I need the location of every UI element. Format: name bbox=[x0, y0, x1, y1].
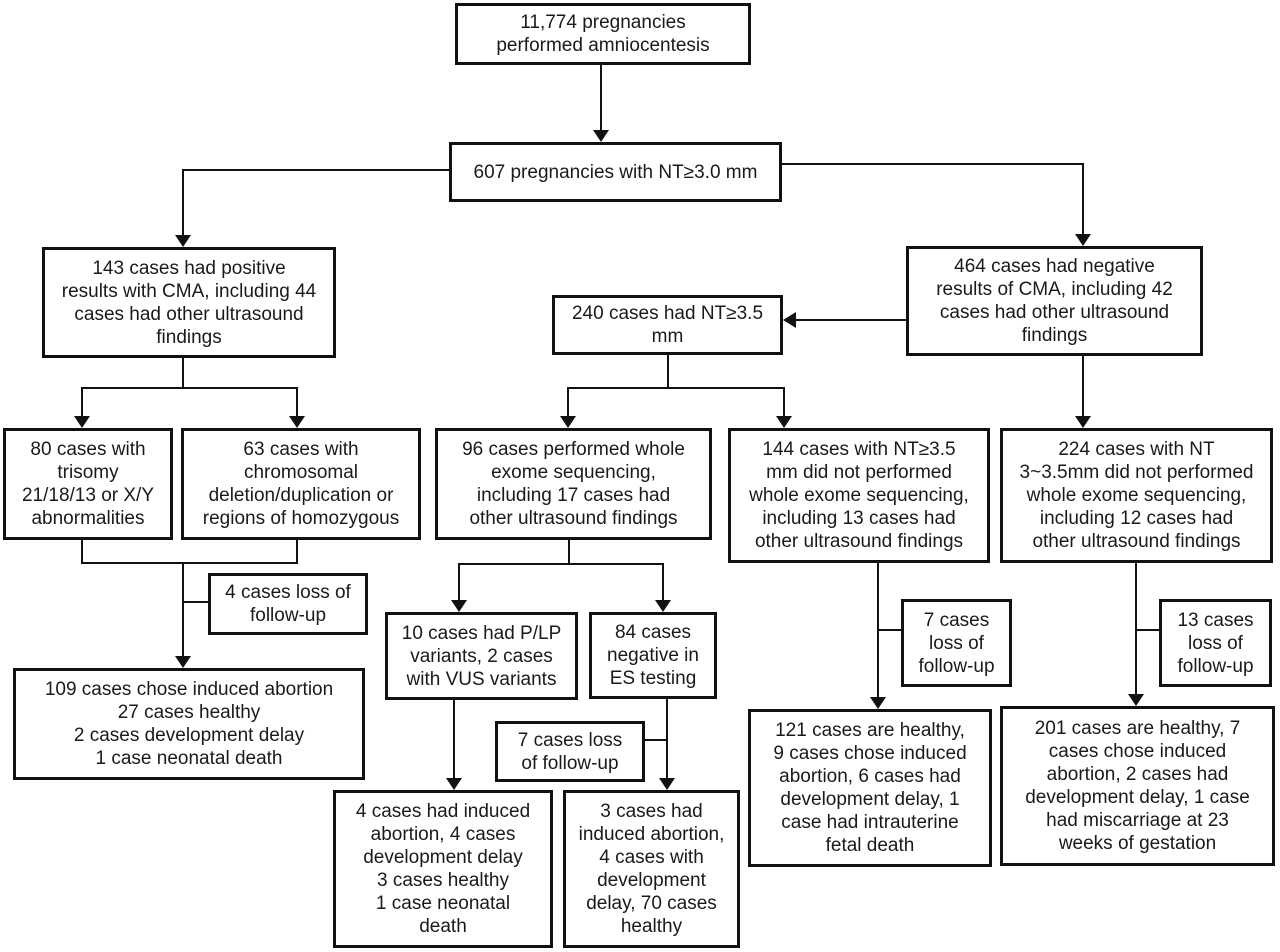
connector-cmapos-bar bbox=[81, 387, 298, 389]
arrowhead-wes bbox=[560, 416, 576, 428]
connector-loss7-mid-tick bbox=[645, 739, 667, 741]
node-deletion-duplication: 63 cases with chromosomal deletion/dupli… bbox=[181, 428, 421, 540]
node-wes-performed: 96 cases performed whole exome sequencin… bbox=[435, 428, 712, 540]
arrowhead-outcome-es-negative bbox=[659, 778, 675, 790]
connector-cmapos-stem bbox=[182, 358, 184, 389]
node-loss-13: 13 cases loss of follow-up bbox=[1159, 599, 1272, 687]
connector-cmaneg-down-v bbox=[1082, 356, 1084, 418]
node-trisomy: 80 cases with trisomy 21/18/13 or X/Y ab… bbox=[3, 428, 173, 540]
arrowhead-outcome-nt35-no-wes bbox=[870, 697, 886, 709]
node-loss-7-mid: 7 cases loss of follow-up bbox=[495, 721, 645, 782]
connector-wes-stem bbox=[568, 540, 570, 565]
arrowhead-cma-negative bbox=[1075, 234, 1091, 246]
node-nt-3-0: 607 pregnancies with NT≥3.0 mm bbox=[449, 142, 782, 202]
connector-wes-bar bbox=[458, 563, 664, 565]
connector-nt35-bar bbox=[567, 387, 785, 389]
arrowhead-deletion-duplication bbox=[289, 416, 305, 428]
connector-wes-v bbox=[567, 387, 569, 418]
node-total-pregnancies: 11,774 pregnancies performed amniocentes… bbox=[455, 3, 751, 65]
connector-nt30-right-v bbox=[1082, 163, 1084, 234]
node-loss-7-right: 7 cases loss of follow-up bbox=[901, 599, 1012, 687]
connector-cmaneg-to-nt35-h bbox=[796, 319, 906, 321]
node-outcome-plp: 4 cases had induced abortion, 4 cases de… bbox=[333, 790, 553, 948]
connector-merge-bar bbox=[81, 562, 298, 564]
arrowhead-nt3-35-no-wes bbox=[1075, 416, 1091, 428]
arrowhead-es-negative bbox=[655, 600, 671, 612]
arrowhead-nt30 bbox=[593, 130, 609, 142]
connector-nt30-left-v bbox=[182, 169, 184, 239]
node-nt3-35-no-wes: 224 cases with NT 3~3.5mm did not perfor… bbox=[1000, 428, 1273, 563]
connector-loss4-tick bbox=[183, 601, 208, 603]
connector-loss13-tick bbox=[1136, 629, 1159, 631]
arrowhead-nt35 bbox=[783, 312, 796, 328]
connector-nt35nowes-v bbox=[783, 387, 785, 418]
connector-total-to-nt30 bbox=[600, 65, 602, 132]
arrowhead-plp-variants bbox=[451, 600, 467, 612]
node-loss-4: 4 cases loss of follow-up bbox=[208, 573, 368, 635]
connector-nt30-left-h bbox=[183, 169, 449, 171]
connector-trisomy-v bbox=[81, 387, 83, 418]
connector-deldup-down bbox=[296, 540, 298, 564]
node-outcome-es-negative: 3 cases had induced abortion, 4 cases wi… bbox=[563, 790, 740, 948]
node-outcome-cma-positive: 109 cases chose induced abortion 27 case… bbox=[13, 668, 365, 780]
node-nt35-no-wes: 144 cases with NT≥3.5 mm did not perform… bbox=[728, 428, 990, 563]
node-nt-3-5: 240 cases had NT≥3.5 mm bbox=[552, 295, 783, 355]
connector-nt35nowes-down bbox=[877, 563, 879, 699]
connector-esneg-down bbox=[666, 699, 668, 780]
connector-merge-down bbox=[182, 562, 184, 658]
connector-nt35-stem bbox=[667, 355, 669, 389]
node-es-negative: 84 cases negative in ES testing bbox=[589, 612, 717, 699]
node-outcome-nt35-no-wes: 121 cases are healthy, 9 cases chose ind… bbox=[748, 709, 992, 867]
node-plp-variants: 10 cases had P/LP variants, 2 cases with… bbox=[385, 612, 578, 700]
arrowhead-outcome-cma-positive bbox=[175, 656, 191, 668]
arrowhead-outcome-plp bbox=[446, 778, 462, 790]
arrowhead-cma-positive bbox=[175, 235, 191, 247]
connector-loss7-right-tick bbox=[878, 629, 901, 631]
connector-trisomy-down bbox=[81, 540, 83, 564]
node-cma-negative: 464 cases had negative results of CMA, i… bbox=[906, 246, 1203, 356]
node-outcome-nt3-35: 201 cases are healthy, 7 cases chose ind… bbox=[1000, 706, 1275, 866]
arrowhead-outcome-nt3-35 bbox=[1128, 694, 1144, 706]
connector-plp-down bbox=[453, 700, 455, 780]
node-cma-positive: 143 cases had positive results with CMA,… bbox=[42, 247, 336, 358]
connector-esneg-v bbox=[662, 563, 664, 602]
connector-plp-v bbox=[458, 563, 460, 602]
arrowhead-trisomy bbox=[74, 416, 90, 428]
arrowhead-nt35-no-wes bbox=[776, 416, 792, 428]
connector-deldup-v bbox=[296, 387, 298, 418]
connector-nt30-right-h bbox=[782, 163, 1083, 165]
